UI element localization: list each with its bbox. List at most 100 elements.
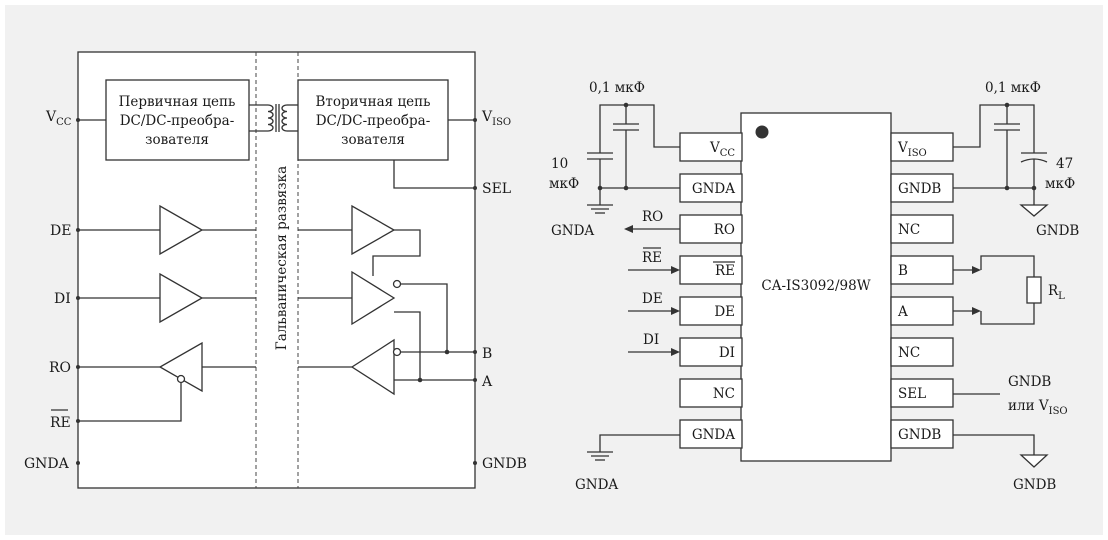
cap-left-top-label: 0,1 мкФ	[589, 80, 645, 96]
svg-text:DI: DI	[54, 291, 71, 307]
left-pin-de: DE	[50, 204, 256, 256]
viso-decoupling: 0,1 мкФ 47 мкФ GNDB	[953, 80, 1079, 239]
svg-text:VISO: VISO	[897, 140, 927, 159]
svg-text:RO: RO	[642, 209, 663, 225]
secondary-dcdc-block	[297, 79, 449, 161]
chip-left-pin: DE	[679, 296, 743, 326]
svg-text:GNDB: GNDB	[1013, 477, 1056, 493]
cap-left-big-label-1: 10	[551, 156, 568, 172]
chip-right-pin: VISO	[890, 132, 954, 162]
chip-right-pin: GNDB	[890, 173, 954, 203]
chip-right-pin: NC	[890, 337, 954, 367]
chip-name: CA-IS3092/98W	[761, 278, 870, 294]
isolation-label: Гальваническая развязка	[274, 166, 290, 350]
svg-text:RE: RE	[642, 250, 662, 266]
chip-body	[740, 112, 892, 462]
vcc-decoupling: 0,1 мкФ 10 мкФ	[549, 80, 680, 214]
re-input: RE	[628, 247, 680, 274]
secondary-block-line-2: DC/DC-преобра-	[316, 113, 431, 129]
application-circuit: CA-IS3092/98W VCC GNDA RO RE DE DI NC GNDA VISO…	[549, 80, 1079, 493]
primary-block-line-3: зователя	[145, 132, 209, 148]
svg-text:RO: RO	[49, 360, 71, 376]
svg-text:GNDB: GNDB	[898, 181, 941, 197]
svg-text:NC: NC	[898, 345, 920, 361]
chip-left-pin: RE	[679, 255, 743, 285]
svg-text:DI: DI	[643, 332, 659, 348]
pin1-marker	[755, 125, 769, 139]
svg-text:GNDA: GNDA	[551, 223, 594, 239]
cap-right-big-label-2: мкФ	[1045, 176, 1075, 192]
chip-left-pin: GNDA	[679, 419, 743, 449]
chip-left-pin: RO	[679, 214, 743, 244]
svg-text:или VISO: или VISO	[1008, 398, 1068, 417]
chip-left-pin: GNDA	[679, 173, 743, 203]
left-pin-ro: RO	[49, 341, 256, 422]
rl-label: RL	[1048, 283, 1065, 302]
left-pin-vcc: VCC	[45, 109, 106, 128]
de-input: DE	[628, 291, 680, 315]
right-pin-a: A	[473, 374, 493, 390]
chip-left-pin: NC	[679, 378, 743, 408]
secondary-block-line-3: зователя	[341, 132, 405, 148]
svg-text:SEL: SEL	[482, 181, 511, 197]
di-input: DI	[628, 332, 680, 356]
secondary-receiver	[298, 338, 475, 396]
svg-text:RE: RE	[50, 415, 71, 431]
right-pin-viso: VISO	[448, 109, 511, 128]
right-pin-b: B	[473, 346, 492, 362]
svg-text:NC: NC	[713, 386, 735, 402]
svg-text:NC: NC	[898, 222, 920, 238]
svg-text:RO: RO	[714, 222, 735, 238]
chip-left-pin: DI	[679, 337, 743, 367]
svg-text:GNDB: GNDB	[1008, 374, 1051, 390]
left-pin-gnda: GNDA	[24, 456, 80, 472]
sel-connection: GNDB или VISO	[953, 374, 1068, 417]
gndb-bottom: GNDB	[953, 434, 1056, 493]
svg-text:GNDA: GNDA	[692, 181, 735, 197]
svg-text:RE: RE	[715, 263, 735, 279]
chip-right-pin: SEL	[890, 378, 954, 408]
secondary-block-line-1: Вторичная цепь	[316, 94, 431, 110]
cap-left-big-label-2: мкФ	[549, 176, 579, 192]
cap-right-top-label: 0,1 мкФ	[985, 80, 1041, 96]
svg-text:DE: DE	[714, 304, 735, 320]
svg-text:B: B	[482, 346, 492, 362]
chip-right-pin: GNDB	[890, 419, 954, 449]
svg-text:DE: DE	[50, 223, 71, 239]
svg-text:SEL: SEL	[898, 386, 926, 402]
svg-text:GNDA: GNDA	[692, 427, 735, 443]
chip-right-pin: B	[890, 255, 954, 285]
svg-text:B: B	[898, 263, 908, 279]
bus-termination: RL	[953, 255, 1065, 325]
svg-text:A: A	[897, 304, 908, 320]
left-pin-di: DI	[54, 272, 256, 324]
left-pin-re: RE	[50, 409, 80, 431]
svg-text:DI: DI	[719, 345, 735, 361]
right-pin-sel: SEL	[393, 160, 511, 197]
chip-right-pin: NC	[890, 214, 954, 244]
svg-text:GNDB: GNDB	[1036, 223, 1079, 239]
svg-text:GNDB: GNDB	[482, 456, 527, 472]
secondary-line-driver	[298, 270, 448, 380]
primary-block-line-1: Первичная цепь	[119, 94, 236, 110]
svg-text:A: A	[481, 374, 493, 390]
ro-output: RO GNDA	[551, 209, 680, 239]
secondary-de-driver	[298, 204, 421, 276]
primary-block-line-2: DC/DC-преобра-	[120, 113, 235, 129]
primary-dcdc-block	[105, 79, 250, 161]
svg-text:VCC: VCC	[709, 140, 735, 159]
svg-text:VCC: VCC	[45, 109, 72, 128]
svg-text:GNDA: GNDA	[575, 477, 618, 493]
chip-right-pin: A	[890, 296, 954, 326]
chip-left-pin: VCC	[679, 132, 743, 162]
functional-block-diagram: Гальваническая развязка Первичная цепь D…	[24, 51, 527, 489]
transformer-symbol	[249, 104, 298, 132]
gnda-bottom: GNDA	[575, 434, 680, 493]
right-pin-gndb: GNDB	[473, 456, 527, 472]
svg-text:DE: DE	[642, 291, 663, 307]
cap-right-big-label-1: 47	[1056, 156, 1073, 172]
svg-text:GNDA: GNDA	[24, 456, 70, 472]
svg-text:VISO: VISO	[481, 109, 511, 128]
